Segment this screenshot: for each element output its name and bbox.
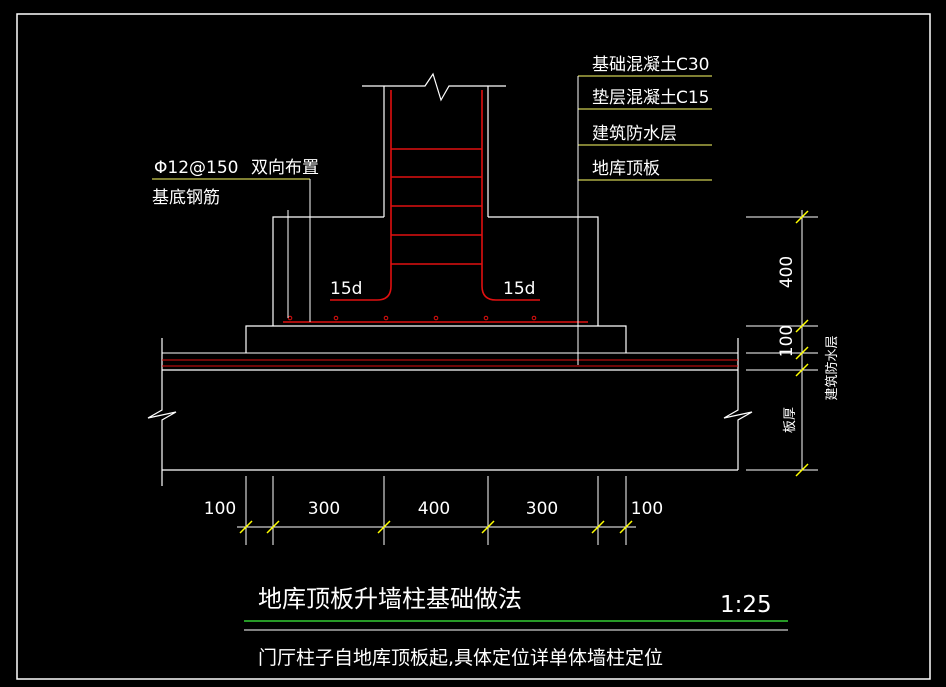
column xyxy=(362,72,506,217)
column-rebar xyxy=(330,90,540,301)
dim-footing-right: 300 xyxy=(526,499,558,519)
dim-slab-label: 板厚 xyxy=(783,407,798,433)
dim-waterproof-label: 建筑防水层 xyxy=(824,335,840,400)
vertical-dimension-lines xyxy=(746,210,818,477)
dim-cushion-right: 100 xyxy=(631,499,663,519)
dim-cushion-left: 100 xyxy=(204,499,236,519)
footing-block xyxy=(272,216,599,326)
rebar-desc: 基底钢筋 xyxy=(152,188,220,208)
note-cushion-concrete: 垫层混凝土 xyxy=(592,88,677,108)
cushion-layer xyxy=(245,325,627,353)
bottom-rebar xyxy=(283,315,588,323)
dim-column-width: 400 xyxy=(418,499,450,519)
drawing-scale: 1:25 xyxy=(720,592,772,618)
anchor-length-left: 15d xyxy=(330,279,362,299)
dim-cushion-height: 100 xyxy=(777,325,797,357)
note-foundation-concrete: 基础混凝土 xyxy=(592,55,677,75)
anchor-length-right: 15d xyxy=(503,279,535,299)
rebar-layout: 双向布置 xyxy=(251,158,319,178)
note-roof-slab: 地库顶板 xyxy=(592,159,660,179)
rebar-spec: Φ12@150 xyxy=(154,158,238,178)
dim-footing-left: 300 xyxy=(308,499,340,519)
drawing-frame xyxy=(16,13,931,680)
horizontal-dimension-lines xyxy=(237,476,636,545)
waterproof-layer xyxy=(162,352,738,367)
dim-footing-height: 400 xyxy=(777,256,797,288)
note-cushion-grade: C15 xyxy=(676,88,710,108)
drawing-note: 门厅柱子自地库顶板起,具体定位详单体墙柱定位 xyxy=(258,647,663,669)
note-foundation-grade: C30 xyxy=(676,55,710,75)
rebar-callout-leader xyxy=(152,178,311,322)
layer-notes-leader xyxy=(577,75,712,365)
note-waterproof: 建筑防水层 xyxy=(592,124,677,144)
drawing-title: 地库顶板升墙柱基础做法 xyxy=(258,585,522,613)
roof-slab xyxy=(147,338,753,486)
